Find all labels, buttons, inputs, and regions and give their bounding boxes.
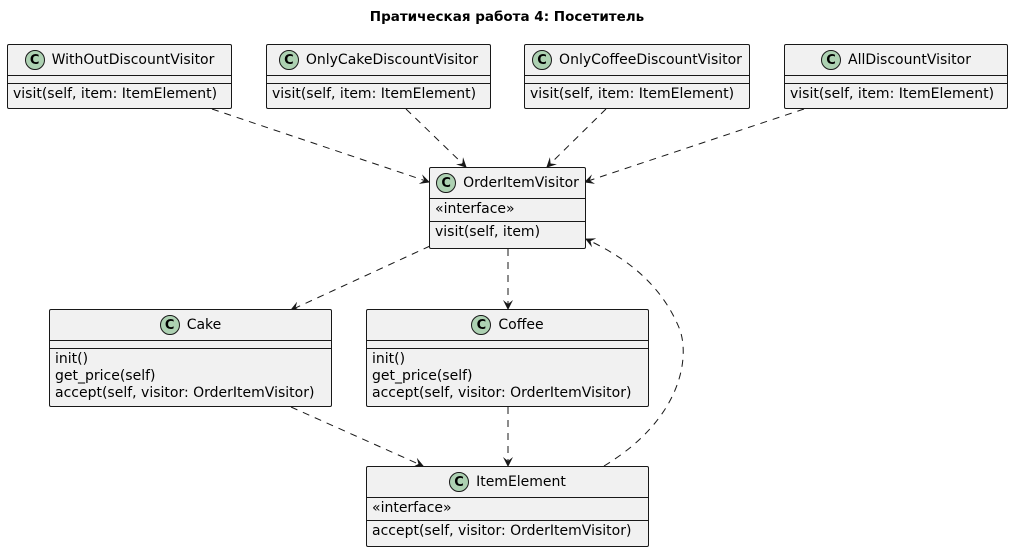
class-coffee[interactable]: C Coffee init() get_price(self) accept(s… — [366, 309, 649, 407]
class-onlycakediscountvisitor[interactable]: C OnlyCakeDiscountVisitor visit(self, it… — [266, 44, 491, 109]
class-withoutdiscountvisitor[interactable]: C WithOutDiscountVisitor visit(self, ite… — [7, 44, 232, 109]
class-icon: C — [436, 173, 457, 193]
class-name: ItemElement — [476, 474, 566, 490]
relation-alldiscount-to-orderitemvisitor — [584, 108, 805, 184]
stereotype: «interface» — [435, 201, 515, 217]
class-name: Cake — [186, 317, 222, 333]
method: accept(self, visitor: OrderItemVisitor) — [55, 385, 315, 401]
fields-section — [50, 340, 331, 348]
fields-section — [785, 75, 1007, 83]
methods-section: init() get_price(self) accept(self, visi… — [50, 348, 331, 405]
relation-without-to-orderitemvisitor — [211, 108, 430, 184]
class-icon: C — [821, 50, 841, 70]
class-orderitemvisitor[interactable]: C OrderItemVisitor «interface» visit(sel… — [429, 167, 586, 249]
relation-onlycoffee-to-orderitemvisitor — [546, 108, 607, 168]
class-icon: C — [278, 50, 299, 70]
class-alldiscountvisitor[interactable]: C AllDiscountVisitor visit(self, item: I… — [784, 44, 1008, 109]
class-name: WithOutDiscountVisitor — [51, 52, 215, 68]
fields-section — [525, 75, 749, 83]
class-icon: C — [532, 50, 553, 70]
method: init() — [55, 351, 89, 367]
methods-section: accept(self, visitor: OrderItemVisitor) — [367, 520, 648, 543]
stereotype-section: «interface» — [430, 198, 585, 221]
relation-cake-to-itemelement — [290, 406, 424, 467]
method: get_price(self) — [55, 368, 156, 384]
method: visit(self, item) — [435, 224, 541, 240]
fields-section — [267, 75, 490, 83]
method: accept(self, visitor: OrderItemVisitor) — [372, 523, 632, 539]
class-name: AllDiscountVisitor — [848, 52, 971, 68]
stereotype-section: «interface» — [367, 497, 648, 520]
method: get_price(self) — [372, 368, 473, 384]
fields-section — [8, 75, 231, 83]
relation-itemelement-to-orderitemvisitor — [585, 238, 684, 467]
class-icon: C — [449, 472, 470, 492]
method: visit(self, item: ItemElement) — [13, 86, 218, 102]
methods-section: visit(self, item: ItemElement) — [785, 83, 1007, 106]
methods-section: visit(self, item) — [430, 221, 585, 244]
method: accept(self, visitor: OrderItemVisitor) — [372, 385, 632, 401]
class-cake[interactable]: C Cake init() get_price(self) accept(sel… — [49, 309, 332, 407]
class-name: Coffee — [498, 317, 544, 333]
class-name: OnlyCoffeeDiscountVisitor — [559, 52, 742, 68]
methods-section: init() get_price(self) accept(self, visi… — [367, 348, 648, 405]
stereotype: «interface» — [372, 500, 452, 516]
relation-onlycake-to-orderitemvisitor — [405, 108, 467, 168]
method: visit(self, item: ItemElement) — [530, 86, 735, 102]
method: visit(self, item: ItemElement) — [790, 86, 995, 102]
class-onlycoffeediscountvisitor[interactable]: C OnlyCoffeeDiscountVisitor visit(self, … — [524, 44, 750, 109]
class-name: OrderItemVisitor — [463, 175, 579, 191]
methods-section: visit(self, item: ItemElement) — [8, 83, 231, 106]
fields-section — [367, 340, 648, 348]
relation-orderitemvisitor-to-cake — [290, 245, 431, 311]
class-icon: C — [24, 50, 45, 70]
method: init() — [372, 351, 406, 367]
diagram-title: Пратическая работа 4: Посетитель — [369, 9, 645, 25]
class-name: OnlyCakeDiscountVisitor — [305, 52, 479, 68]
methods-section: visit(self, item: ItemElement) — [525, 83, 749, 106]
class-icon: C — [159, 315, 180, 335]
class-icon: C — [471, 315, 492, 335]
methods-section: visit(self, item: ItemElement) — [267, 83, 490, 106]
class-itemelement[interactable]: C ItemElement «interface» accept(self, v… — [366, 466, 649, 547]
method: visit(self, item: ItemElement) — [272, 86, 477, 102]
